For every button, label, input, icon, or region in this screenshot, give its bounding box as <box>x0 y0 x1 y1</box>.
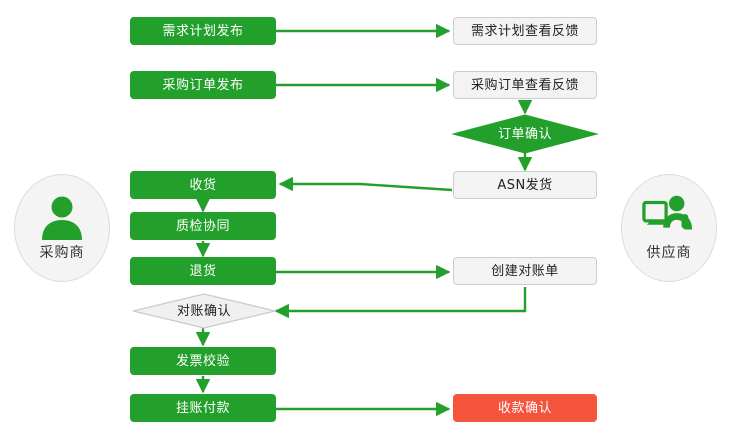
node-label: 订单确认 <box>497 126 552 142</box>
node-label: 采购订单发布 <box>162 77 244 93</box>
node-label: 需求计划查看反馈 <box>470 23 579 39</box>
node-label: 创建对账单 <box>491 263 559 279</box>
diamond-shape-icon <box>452 114 598 154</box>
node-return-goods[interactable]: 退货 <box>130 257 276 285</box>
node-label: 质检协同 <box>175 218 230 234</box>
node-receive-goods[interactable]: 收货 <box>130 171 276 199</box>
node-purchase-order-publish[interactable]: 采购订单发布 <box>130 71 276 99</box>
node-order-confirm[interactable]: 订单确认 <box>452 114 598 154</box>
node-label: 挂账付款 <box>175 400 230 416</box>
node-label: 收款确认 <box>497 400 552 416</box>
node-label: ASN发货 <box>497 177 553 193</box>
node-demand-plan-view-feedback[interactable]: 需求计划查看反馈 <box>453 17 597 45</box>
node-label: 退货 <box>189 263 217 279</box>
node-label: 对账确认 <box>176 303 231 319</box>
node-receipt-confirm[interactable]: 收款确认 <box>453 394 597 422</box>
node-label: 采购订单查看反馈 <box>470 77 579 93</box>
person-icon <box>42 196 82 240</box>
node-label: 收货 <box>189 177 217 193</box>
node-quality-inspection-collab[interactable]: 质检协同 <box>130 212 276 240</box>
diamond-shape-icon <box>132 293 276 329</box>
node-reconciliation-confirm[interactable]: 对账确认 <box>132 293 276 329</box>
node-invoice-verification[interactable]: 发票校验 <box>130 347 276 375</box>
actor-supplier[interactable]: 供应商 <box>621 174 717 282</box>
edge-n6-n7 <box>278 176 453 192</box>
node-demand-plan-publish[interactable]: 需求计划发布 <box>130 17 276 45</box>
actor-buyer[interactable]: 采购商 <box>14 174 110 282</box>
node-payable-payment[interactable]: 挂账付款 <box>130 394 276 422</box>
actor-buyer-label: 采购商 <box>39 245 85 261</box>
node-create-reconciliation[interactable]: 创建对账单 <box>453 257 597 285</box>
actor-supplier-label: 供应商 <box>646 245 692 261</box>
node-purchase-order-view-feedback[interactable]: 采购订单查看反馈 <box>453 71 597 99</box>
edge-n10-n11 <box>274 287 527 319</box>
node-label: 发票校验 <box>175 353 230 369</box>
person-computer-icon <box>642 195 693 230</box>
node-asn-shipment[interactable]: ASN发货 <box>453 171 597 199</box>
node-label: 需求计划发布 <box>162 23 244 39</box>
